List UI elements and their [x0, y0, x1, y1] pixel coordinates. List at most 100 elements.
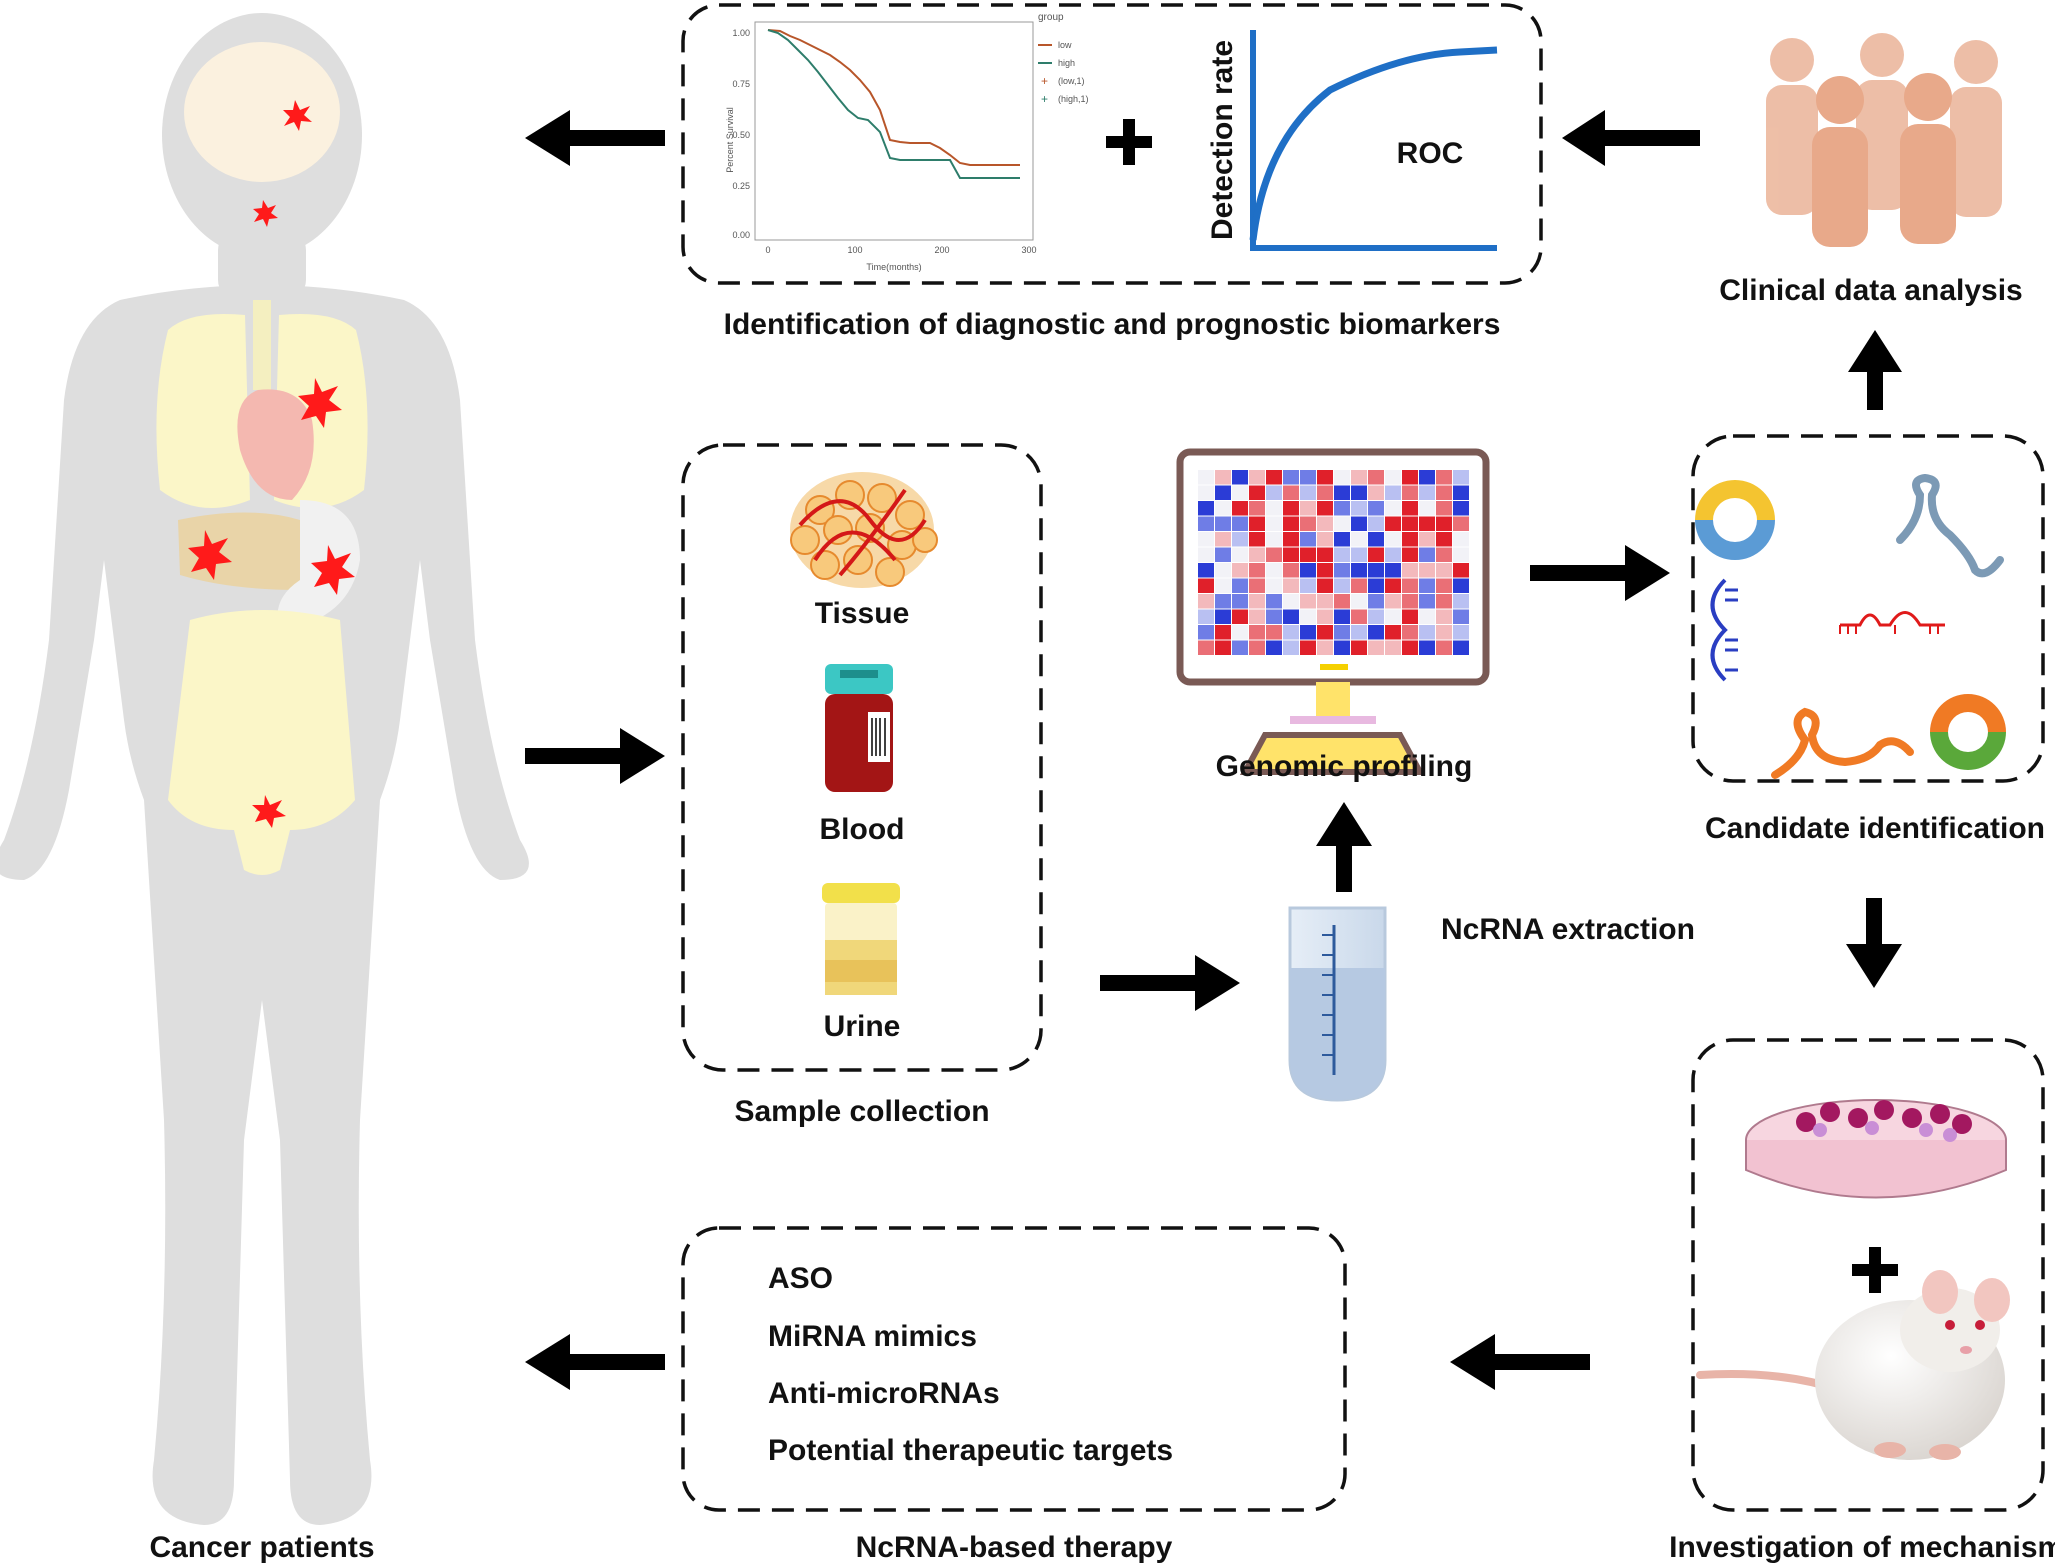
heatmap-cell: [1317, 470, 1333, 485]
heatmap-cell: [1436, 640, 1452, 655]
urine-label: Urine: [824, 1010, 901, 1043]
plus-icon: [1852, 1247, 1898, 1293]
heatmap-cell: [1351, 485, 1367, 500]
heatmap-cell: [1419, 501, 1435, 516]
heatmap-monitor-icon: [1176, 448, 1490, 775]
heatmap-cell: [1368, 547, 1384, 562]
heatmap-cell: [1249, 501, 1265, 516]
heatmap-cell: [1317, 516, 1333, 531]
heatmap-cell: [1249, 625, 1265, 640]
heatmap-cell: [1232, 470, 1248, 485]
heatmap-cell: [1215, 547, 1231, 562]
biomarker-box: [681, 3, 1543, 285]
flow-arrows: [525, 110, 1902, 1390]
heatmap-cell: [1215, 609, 1231, 624]
arrow-left-icon: [1450, 1334, 1590, 1390]
heatmap-cell: [1283, 532, 1299, 547]
heatmap-cell: [1266, 532, 1282, 547]
extraction-label: NcRNA extraction: [1441, 913, 1695, 946]
heatmap-cell: [1232, 563, 1248, 578]
heatmap-cell: [1232, 594, 1248, 609]
heatmap-cell: [1453, 578, 1469, 593]
heatmap-cell: [1368, 532, 1384, 547]
heatmap-cell: [1266, 501, 1282, 516]
arrow-up-icon: [1316, 802, 1372, 892]
heatmap-cell: [1198, 470, 1214, 485]
heatmap-cell: [1215, 594, 1231, 609]
heatmap-cell: [1283, 563, 1299, 578]
heatmap-cell: [1198, 563, 1214, 578]
heatmap-cell: [1334, 547, 1350, 562]
ncrna-candidates-icon: [1695, 473, 2006, 779]
heatmap-cell: [1351, 640, 1367, 655]
heatmap-cell: [1351, 547, 1367, 562]
heatmap-cell: [1198, 609, 1214, 624]
km-ytick: 1.00: [732, 28, 750, 38]
heatmap-cell: [1402, 470, 1418, 485]
heatmap-cell: [1368, 516, 1384, 531]
tissue-icon: [790, 472, 938, 588]
heatmap-cell: [1232, 640, 1248, 655]
heatmap-cell: [1436, 532, 1452, 547]
heatmap-cell: [1266, 594, 1282, 609]
heatmap-cell: [1266, 625, 1282, 640]
heatmap-cell: [1385, 501, 1401, 516]
km-legend-item: (high,1): [1058, 94, 1089, 104]
heatmap-cell: [1215, 532, 1231, 547]
heatmap-cell: [1266, 609, 1282, 624]
plus-icon: [1106, 119, 1152, 165]
heatmap-cell: [1453, 563, 1469, 578]
heatmap-cell: [1266, 485, 1282, 500]
km-ytick: 0.00: [732, 230, 750, 240]
heatmap-cell: [1385, 640, 1401, 655]
petri-dish-icon: [1745, 1099, 2007, 1199]
heatmap-cell: [1334, 594, 1350, 609]
heatmap-cell: [1402, 578, 1418, 593]
heatmap-cell: [1402, 485, 1418, 500]
heatmap-cell: [1198, 640, 1214, 655]
heatmap-cell: [1453, 516, 1469, 531]
heatmap-cells: [1198, 470, 1469, 655]
heatmap-cell: [1215, 578, 1231, 593]
heatmap-cell: [1215, 516, 1231, 531]
heatmap-cell: [1351, 563, 1367, 578]
heatmap-cell: [1368, 625, 1384, 640]
heatmap-cell: [1419, 563, 1435, 578]
km-xtick: 300: [1021, 245, 1036, 255]
heatmap-cell: [1402, 516, 1418, 531]
roc-ylabel: Detection rate: [1206, 40, 1239, 240]
heatmap-cell: [1385, 578, 1401, 593]
heatmap-cell: [1215, 563, 1231, 578]
heatmap-cell: [1419, 547, 1435, 562]
heatmap-cell: [1249, 516, 1265, 531]
heatmap-cell: [1453, 609, 1469, 624]
heatmap-cell: [1198, 516, 1214, 531]
roc-plot: Detection rate ROC: [1206, 30, 1498, 251]
heatmap-cell: [1385, 625, 1401, 640]
km-ylabel: Percent Survival: [725, 107, 735, 173]
heatmap-cell: [1436, 625, 1452, 640]
heatmap-cell: [1198, 547, 1214, 562]
kaplan-meier-plot: 1.00 0.75 0.50 0.25 0.00 0 100 200 300 T…: [725, 12, 1089, 272]
heatmap-cell: [1402, 640, 1418, 655]
heatmap-cell: [1368, 501, 1384, 516]
candidate-box: [1691, 434, 2045, 783]
km-curve-low: [767, 29, 1020, 166]
heatmap-cell: [1385, 609, 1401, 624]
heatmap-cell: [1317, 532, 1333, 547]
heatmap-cell: [1215, 640, 1231, 655]
heatmap-cell: [1249, 594, 1265, 609]
heatmap-cell: [1402, 532, 1418, 547]
heatmap-cell: [1300, 625, 1316, 640]
test-tube-icon: [1288, 906, 1387, 1102]
heatmap-cell: [1232, 501, 1248, 516]
heatmap-cell: [1249, 547, 1265, 562]
heatmap-cell: [1334, 563, 1350, 578]
heatmap-cell: [1385, 516, 1401, 531]
heatmap-cell: [1283, 625, 1299, 640]
heatmap-cell: [1419, 594, 1435, 609]
blood-tube-icon: [825, 664, 893, 792]
heatmap-cell: [1283, 470, 1299, 485]
heatmap-cell: [1453, 594, 1469, 609]
heatmap-cell: [1266, 516, 1282, 531]
